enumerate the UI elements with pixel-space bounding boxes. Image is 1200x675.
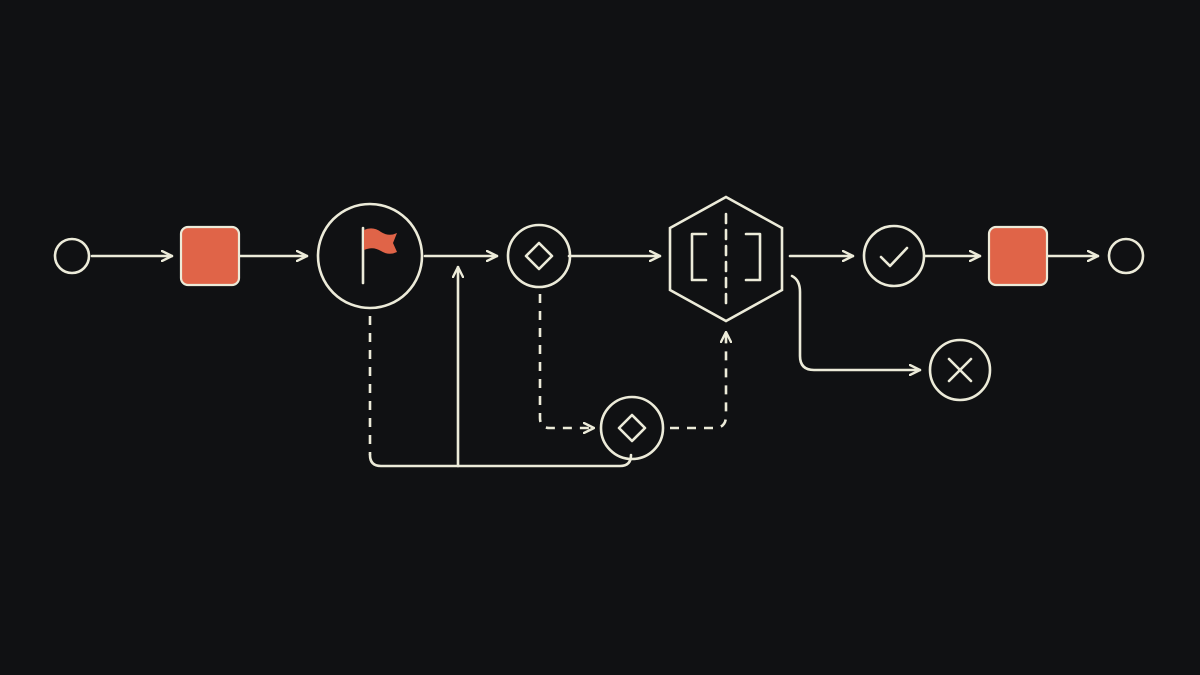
diamond-icon [617, 413, 647, 443]
merge-hexagon-node[interactable] [668, 195, 784, 323]
edge-bottom-return [368, 453, 633, 468]
bracket-icon [690, 212, 762, 306]
check-icon [879, 246, 909, 268]
end-event-circle-icon[interactable] [1107, 237, 1145, 275]
success-circle [862, 224, 926, 288]
task-1-square-icon[interactable] [179, 225, 241, 287]
edge-gateway-1-to-gateway-2 [538, 294, 594, 428]
milestone-circle [316, 202, 424, 310]
success-node[interactable] [862, 224, 926, 288]
gateway-2-circle [599, 395, 665, 461]
edges [90, 256, 1100, 468]
start-event-circle-icon[interactable] [53, 237, 91, 275]
task-2-square-icon[interactable] [987, 225, 1049, 287]
flag-icon [361, 226, 397, 285]
hexagon-outline [668, 195, 784, 323]
gateway-1-circle [506, 223, 572, 289]
failure-node[interactable] [928, 338, 992, 402]
milestone-node[interactable] [316, 202, 424, 310]
nodes [53, 195, 1145, 461]
flag-cloth [364, 228, 397, 254]
gateway-2-node[interactable] [599, 395, 665, 461]
edge-gateway-2-to-hexagon [670, 332, 726, 430]
cross-icon [947, 357, 973, 383]
gateway-1-node[interactable] [506, 223, 572, 289]
edge-hexagon-to-failure [790, 274, 922, 370]
diamond-icon [524, 241, 554, 271]
failure-circle [928, 338, 992, 402]
